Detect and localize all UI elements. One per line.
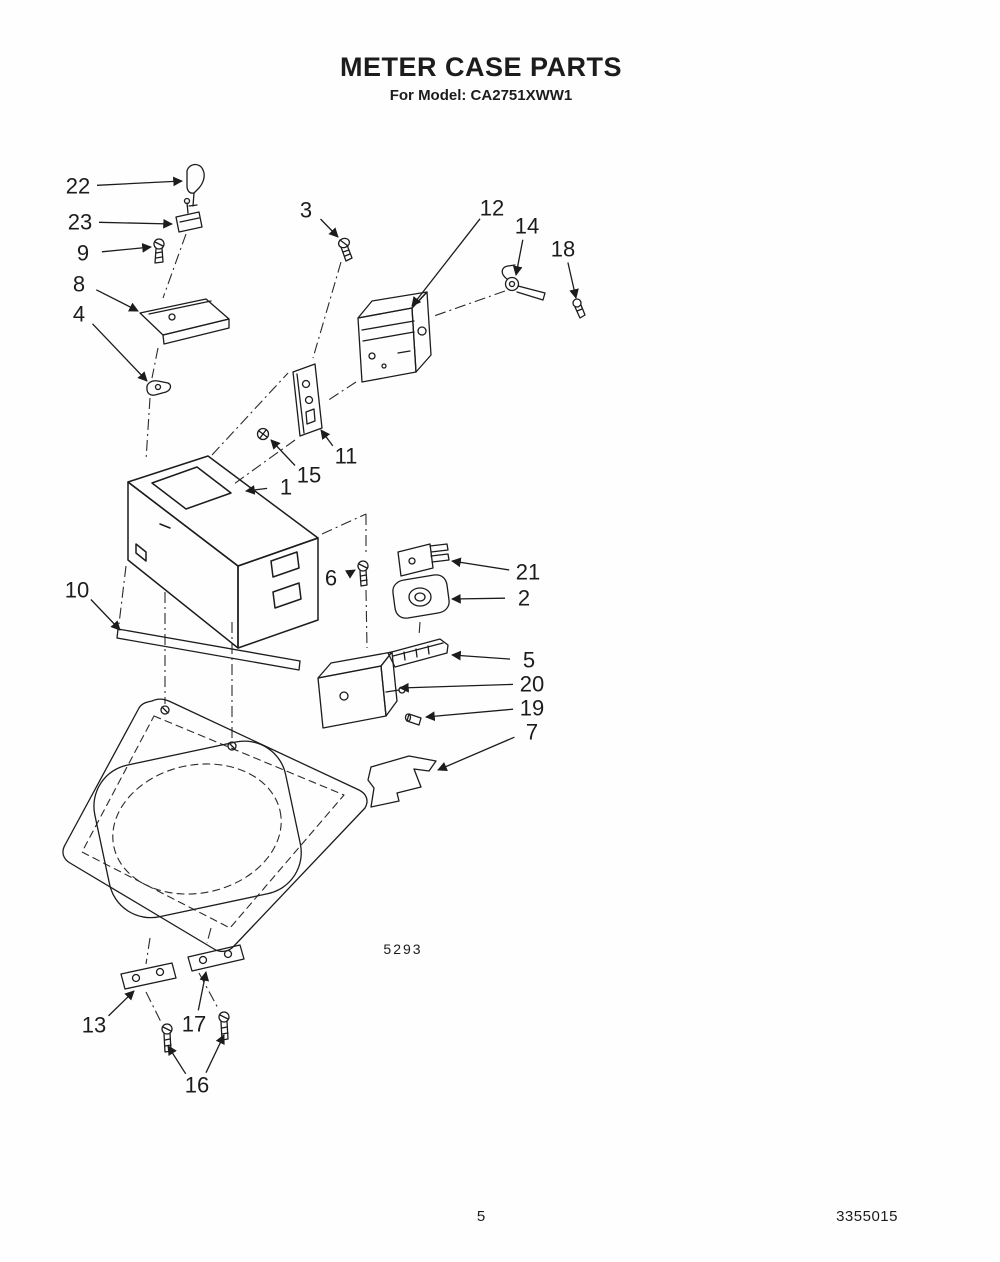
leader-line-5 xyxy=(451,650,511,661)
callout-13: 13 xyxy=(82,1013,106,1038)
callout-14: 14 xyxy=(515,214,539,239)
diagram-title: METER CASE PARTS xyxy=(339,52,623,82)
part-23-switch xyxy=(175,197,203,233)
leader-line-4 xyxy=(92,323,148,382)
leader-line-13 xyxy=(108,990,135,1017)
alignment-lines xyxy=(118,233,506,1023)
leader-line-19 xyxy=(425,708,514,722)
leader-line-17 xyxy=(197,971,210,1011)
leader-line-14 xyxy=(512,239,524,276)
part-18-screw xyxy=(572,298,586,319)
part-22-knob xyxy=(186,163,205,207)
leader-line-20 xyxy=(399,682,514,693)
part-20-switch-box xyxy=(317,651,406,729)
leader-line-9 xyxy=(101,243,152,253)
part-21-bracket xyxy=(397,543,450,577)
leader-line-7 xyxy=(437,736,515,772)
callout-21: 21 xyxy=(516,560,540,585)
leader-line-15 xyxy=(270,439,296,466)
callout-7: 7 xyxy=(526,720,538,745)
callout-4: 4 xyxy=(73,302,85,327)
callout-2: 2 xyxy=(518,586,530,611)
part-10-trim-strip xyxy=(116,628,301,671)
leader-line-18 xyxy=(567,262,579,299)
callout-6: 6 xyxy=(325,566,337,591)
part-3-screw xyxy=(337,237,353,262)
part-6-screw xyxy=(357,560,369,587)
leader-line-11 xyxy=(320,429,334,447)
callout-10: 10 xyxy=(65,578,89,603)
model-subtitle: For Model: CA2751XWW1 xyxy=(389,87,573,104)
leader-line-1 xyxy=(245,485,268,495)
part-9-screw xyxy=(153,238,165,264)
part-1-meter-case xyxy=(127,455,319,649)
washer-top-panel xyxy=(62,698,368,953)
leader-line-2 xyxy=(451,593,506,604)
leader-line-10 xyxy=(90,599,121,631)
figure-number: 5293 xyxy=(383,941,423,957)
leader-line-8 xyxy=(96,289,139,312)
callout-1: 1 xyxy=(280,475,292,500)
leader-line-21 xyxy=(451,557,510,571)
callout-3: 3 xyxy=(300,198,312,223)
part-14-lever xyxy=(501,264,546,301)
part-7-wire-bracket xyxy=(367,755,437,808)
part-5-trim xyxy=(387,638,449,668)
callout-17: 17 xyxy=(182,1012,206,1037)
callout-8: 8 xyxy=(73,272,85,297)
callout-11: 11 xyxy=(335,444,358,469)
callout-9: 9 xyxy=(77,241,89,266)
leader-line-23 xyxy=(98,218,173,229)
leader-line-16 xyxy=(167,1045,187,1075)
callout-15: 15 xyxy=(297,463,321,488)
leader-line-12 xyxy=(411,218,481,307)
page-number: 5 xyxy=(476,1208,486,1225)
part-12-timer xyxy=(357,291,432,383)
leader-line-6 xyxy=(344,569,356,579)
part-19-pin xyxy=(404,713,422,726)
page-header: METER CASE PARTS For Model: CA2751XWW1 xyxy=(0,52,962,104)
callout-16: 16 xyxy=(185,1073,209,1098)
callout-12: 12 xyxy=(480,196,504,221)
callout-22: 22 xyxy=(66,174,90,199)
part-15-screw xyxy=(256,427,270,441)
callout-19: 19 xyxy=(520,696,544,721)
part-11-bracket xyxy=(292,363,323,437)
leader-line-3 xyxy=(320,218,339,238)
callout-5: 5 xyxy=(523,648,535,673)
leader-line-22 xyxy=(96,176,183,187)
part-4-clip xyxy=(146,380,172,396)
part-8-cover-plate xyxy=(139,298,230,345)
callout-18: 18 xyxy=(551,237,575,262)
leader-line-16 xyxy=(205,1034,225,1073)
callout-20: 20 xyxy=(520,672,544,697)
part-17-bracket xyxy=(187,944,245,972)
doc-number: 3355015 xyxy=(836,1208,898,1225)
callout-23: 23 xyxy=(68,210,92,235)
part-2-dial-housing xyxy=(392,574,450,619)
part-13-bracket xyxy=(120,962,177,990)
